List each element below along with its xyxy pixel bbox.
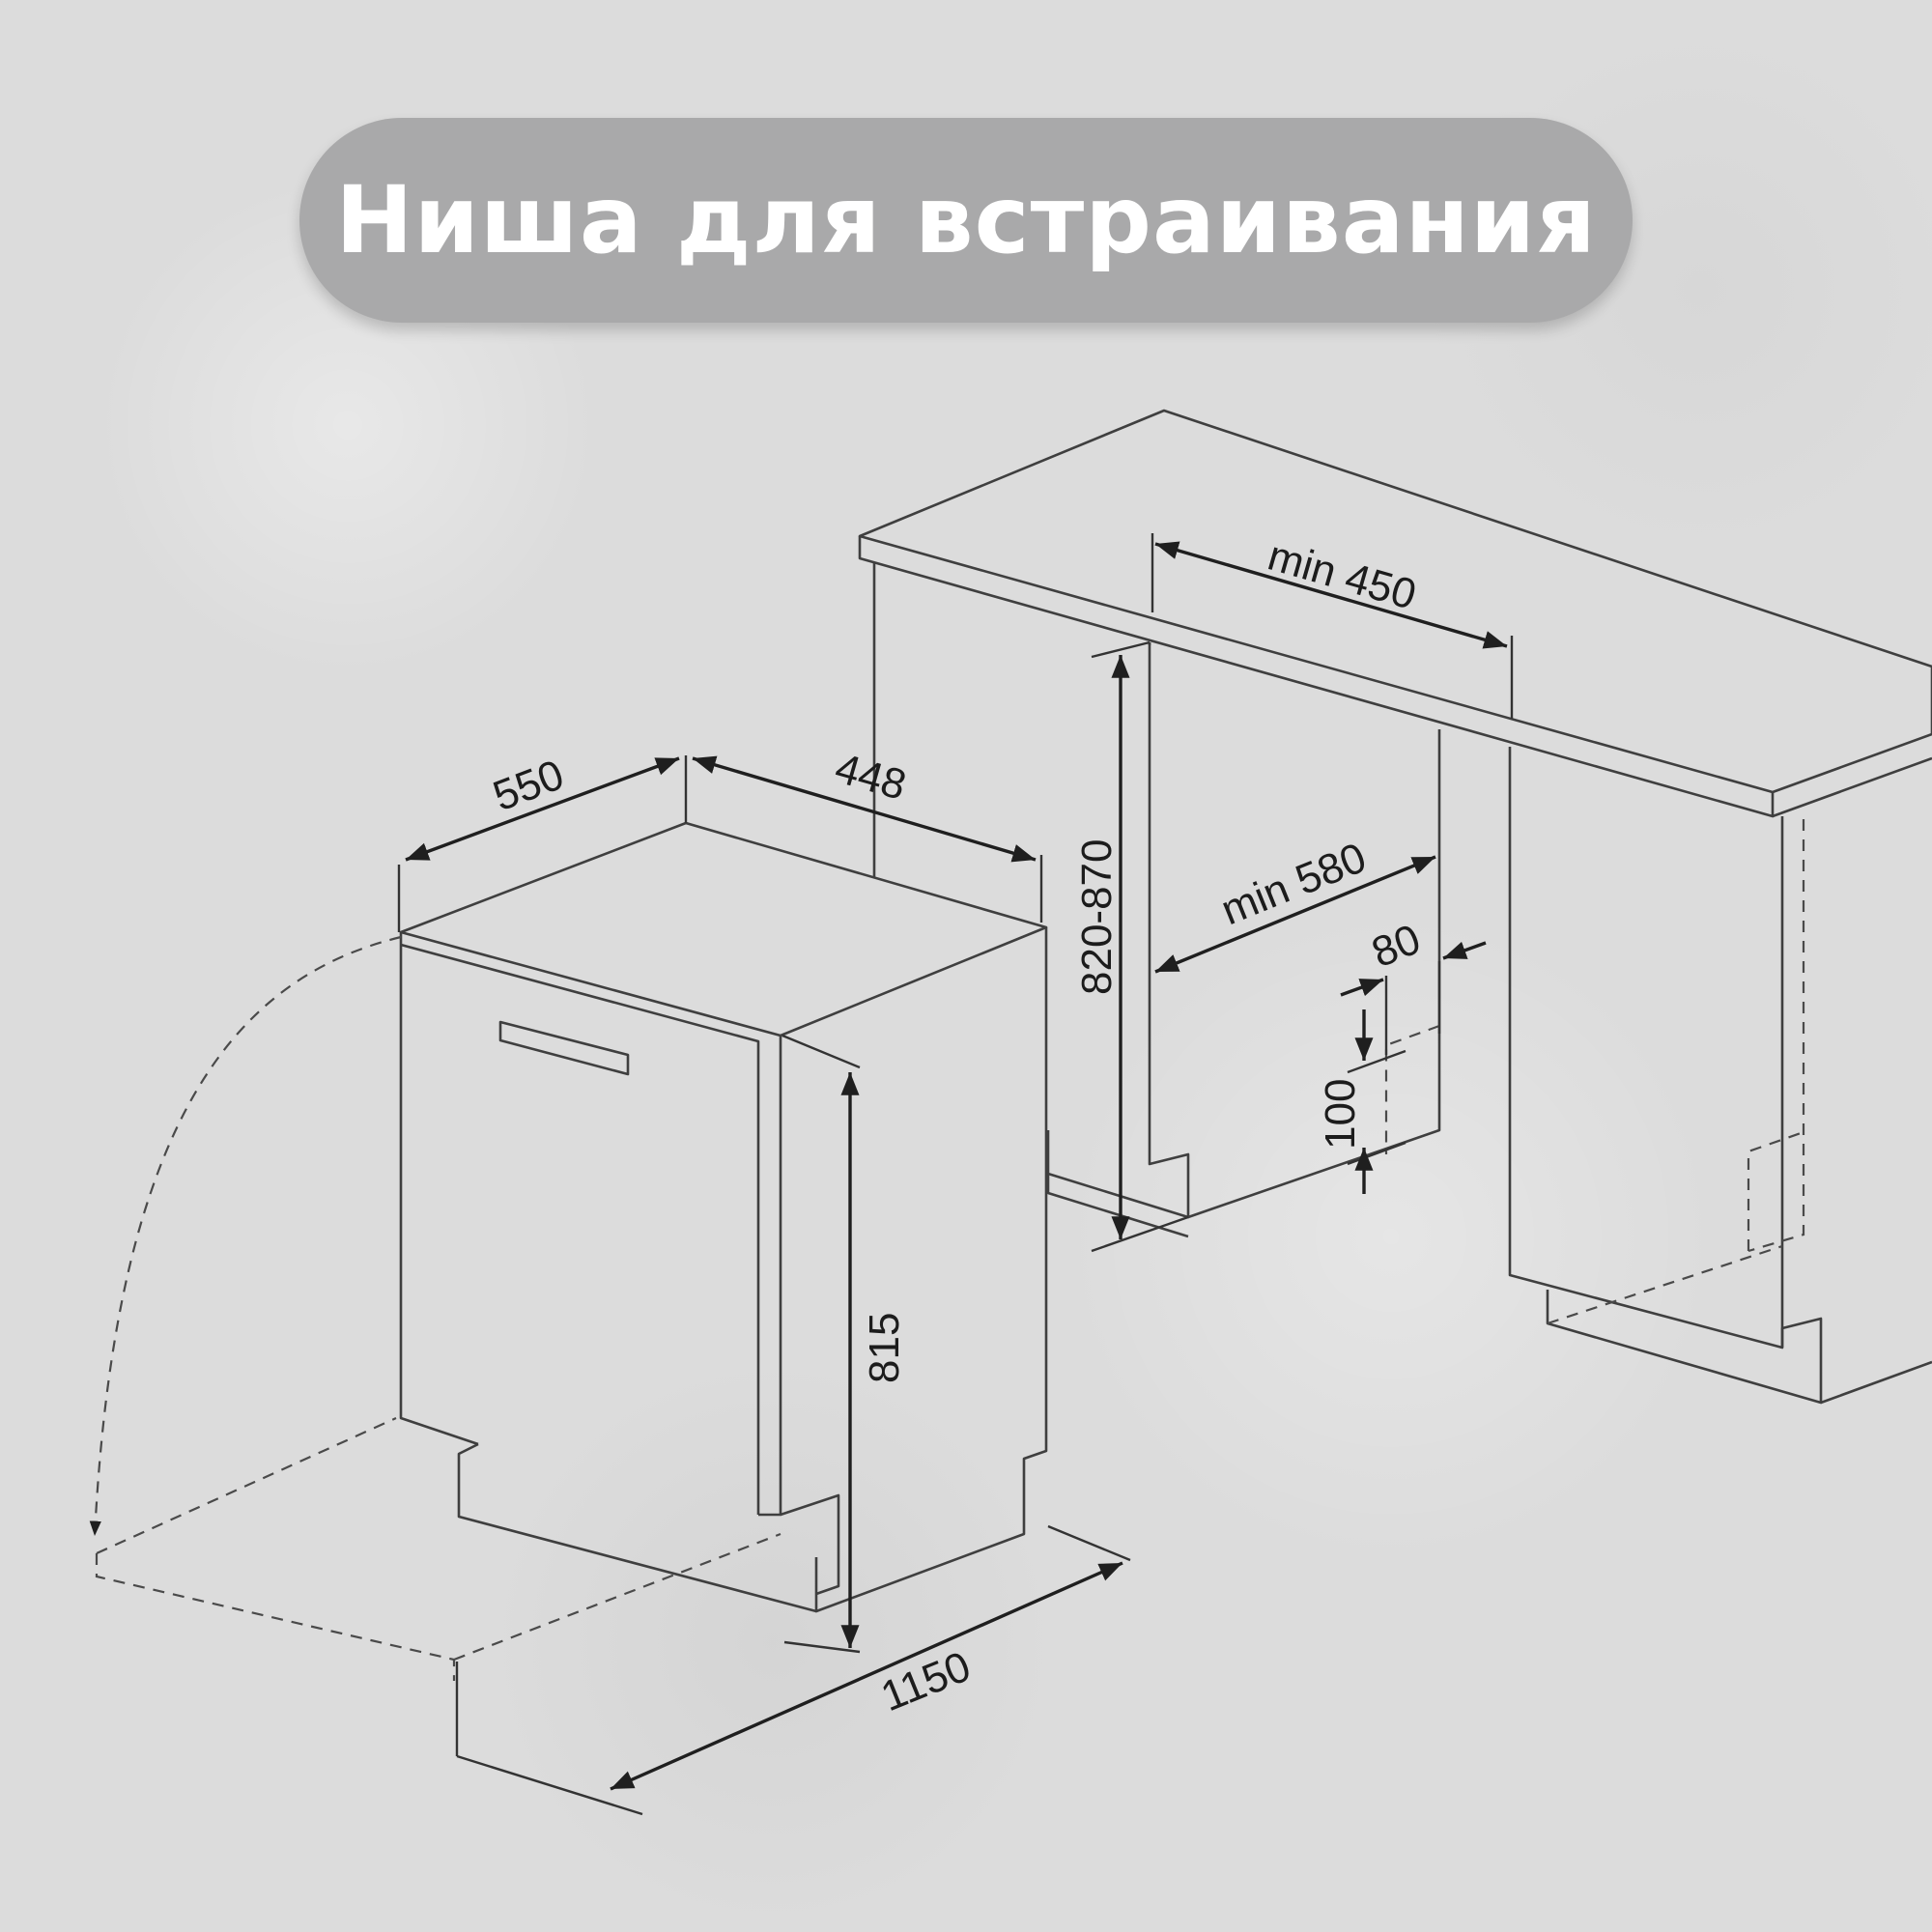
dishwasher bbox=[89, 821, 1048, 1681]
title-banner: Ниша для встраивания bbox=[299, 118, 1633, 323]
niche-back-right bbox=[1187, 729, 1441, 1219]
door-open-depth-dimension-line bbox=[610, 1561, 1123, 1791]
open-door-outline bbox=[95, 1553, 456, 1681]
dimension-lines bbox=[397, 533, 1514, 1816]
page-title: Ниша для встраивания bbox=[335, 166, 1597, 274]
width-dimension-line bbox=[692, 755, 1037, 863]
kitchen-cabinet bbox=[858, 409, 1932, 1405]
countertop-front-edge bbox=[858, 536, 1775, 818]
door-open-depth-label: 1150 bbox=[874, 1642, 977, 1720]
plinth-depth-dimension-line bbox=[1442, 941, 1487, 960]
dishwasher-plinth bbox=[457, 1442, 817, 1613]
plinth-depth-label: 80 bbox=[1365, 916, 1427, 978]
door-swing-arc bbox=[89, 935, 402, 1537]
niche-height-label: 820-870 bbox=[1073, 839, 1121, 995]
right-cabinet-side bbox=[1508, 747, 1823, 1405]
dimension-labels: 550 448 815 1150 min 450 820-870 min 580… bbox=[487, 532, 1427, 1721]
niche-depth-label: min 580 bbox=[1214, 834, 1373, 934]
width-label: 448 bbox=[830, 745, 911, 810]
door-handle bbox=[498, 1020, 630, 1076]
niche-width-dimension-line bbox=[1154, 541, 1508, 649]
left-cabinet-side bbox=[1046, 642, 1190, 1219]
niche-depth-dimension-line bbox=[1154, 855, 1436, 974]
countertop-top bbox=[858, 409, 1932, 794]
depth-dimension-line bbox=[405, 756, 680, 862]
niche-width-label: min 450 bbox=[1263, 532, 1421, 619]
height-label: 815 bbox=[861, 1313, 908, 1383]
plinth-height-label: 100 bbox=[1317, 1079, 1364, 1150]
dishwasher-top bbox=[399, 821, 1048, 1037]
dishwasher-front-left bbox=[399, 932, 479, 1446]
depth-label: 550 bbox=[487, 751, 570, 820]
dishwasher-door bbox=[400, 943, 760, 1515]
